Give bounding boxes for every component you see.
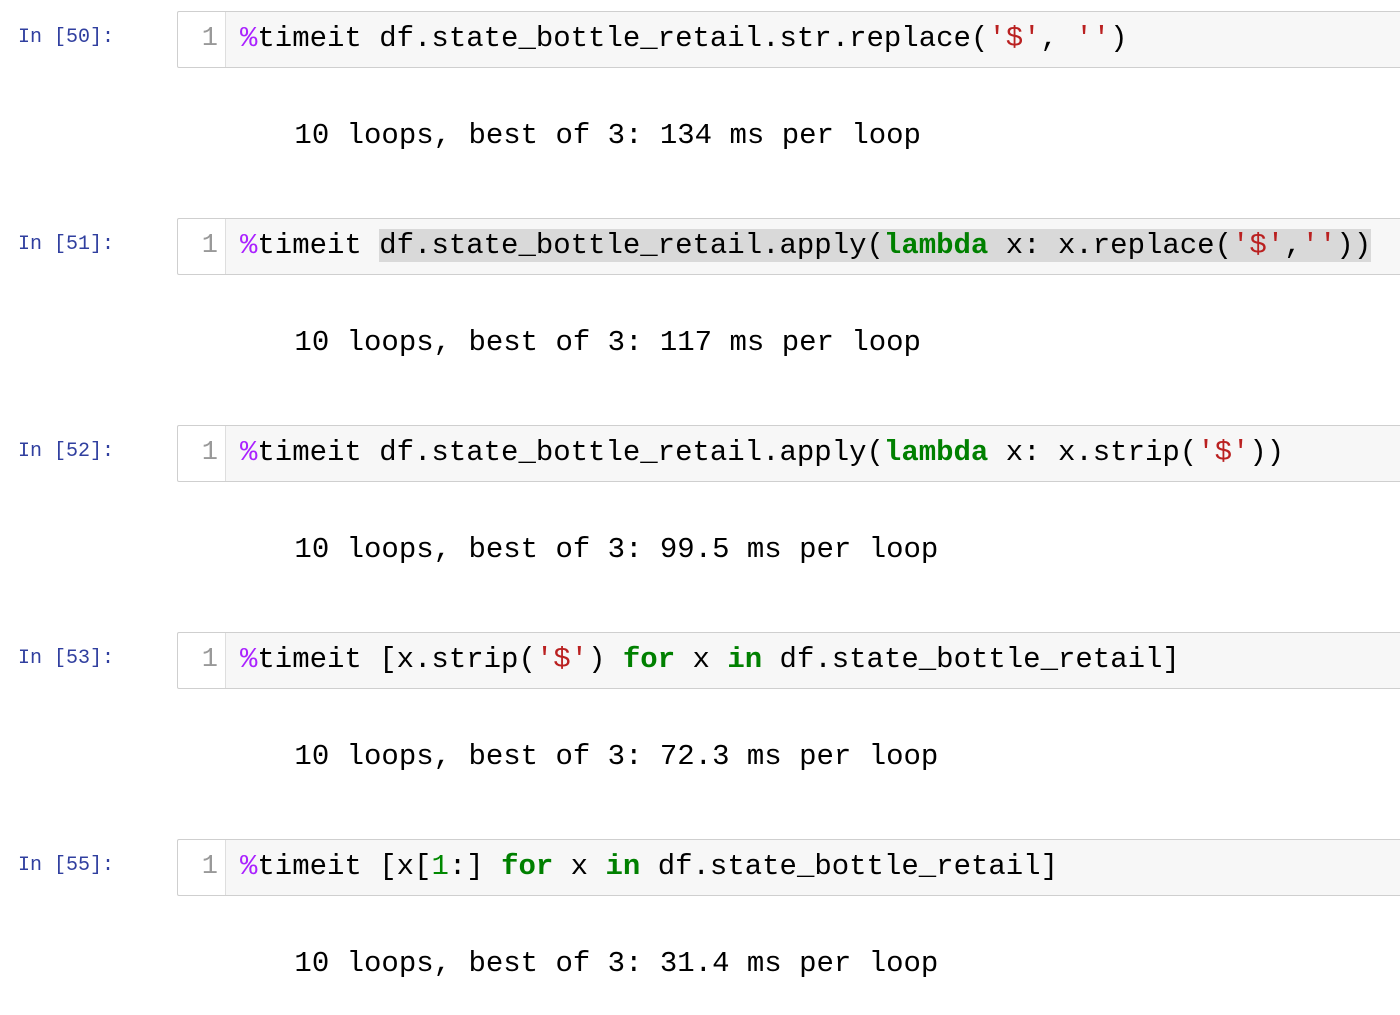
code-editor[interactable]: 1 %timeit df.state_bottle_retail.apply(l…: [177, 425, 1400, 482]
code-token-plain: timeit [x.strip(: [257, 643, 536, 676]
code-token-plain: x: x.strip(: [988, 436, 1198, 469]
input-prompt: In [53]:: [18, 647, 115, 670]
code-token-magic: %: [240, 229, 258, 262]
input-prompt: In [51]:: [18, 233, 115, 256]
code-token-string: '$': [1231, 229, 1285, 262]
code-token-plain: x: [553, 850, 606, 883]
output-text: 10 loops, best of 3: 31.4 ms per loop: [294, 947, 939, 980]
code-editor[interactable]: 1 %timeit df.state_bottle_retail.str.rep…: [177, 11, 1400, 68]
code-editor[interactable]: 1 %timeit [x[1:] for x in df.state_bottl…: [177, 839, 1400, 896]
code-token-plain: ): [588, 643, 623, 676]
line-number-gutter: 1: [178, 633, 226, 688]
code-token-plain: :]: [448, 850, 502, 883]
code-token-plain: df.state_bottle_retail]: [640, 850, 1058, 883]
cell-output: 10 loops, best of 3: 99.5 ms per loop: [0, 499, 1400, 601]
code-token-plain: ): [1110, 22, 1128, 55]
code-token-string: '$': [1197, 436, 1250, 469]
code-line[interactable]: %timeit df.state_bottle_retail.apply(lam…: [226, 219, 1400, 274]
line-number: 1: [201, 24, 218, 54]
cell-output: 10 loops, best of 3: 117 ms per loop: [0, 292, 1400, 394]
line-number: 1: [201, 645, 218, 675]
cell-output: 10 loops, best of 3: 31.4 ms per loop: [0, 913, 1400, 1015]
code-token-string: '': [1075, 22, 1111, 55]
code-token-plain: timeit df.state_bottle_retail.str.replac…: [257, 22, 989, 55]
code-token-keyword: in: [605, 850, 641, 883]
code-token-keyword: for: [501, 850, 554, 883]
code-token-plain: ,: [1040, 22, 1076, 55]
line-number-gutter: 1: [178, 840, 226, 895]
code-line[interactable]: %timeit [x[1:] for x in df.state_bottle_…: [226, 840, 1400, 895]
code-token-plain: x: x.replace(: [988, 229, 1232, 262]
code-token-keyword: for: [622, 643, 676, 676]
code-token-string: '$': [535, 643, 589, 676]
line-number: 1: [201, 231, 218, 261]
code-line[interactable]: %timeit [x.strip('$') for x in df.state_…: [226, 633, 1400, 688]
code-token-plain: )): [1249, 436, 1285, 469]
cell-input-row: In [50]: 1 %timeit df.state_bottle_retai…: [0, 11, 1400, 68]
line-number: 1: [201, 438, 218, 468]
code-cell: In [50]: 1 %timeit df.state_bottle_retai…: [0, 11, 1400, 187]
cell-input-row: In [53]: 1 %timeit [x.strip('$') for x i…: [0, 632, 1400, 689]
cell-input-row: In [55]: 1 %timeit [x[1:] for x in df.st…: [0, 839, 1400, 896]
code-token-plain: ,: [1284, 229, 1302, 262]
code-token-plain: timeit: [257, 229, 380, 262]
output-text: 10 loops, best of 3: 72.3 ms per loop: [294, 740, 939, 773]
code-editor[interactable]: 1 %timeit [x.strip('$') for x in df.stat…: [177, 632, 1400, 689]
line-number-gutter: 1: [178, 219, 226, 274]
code-token-number: 1: [431, 850, 449, 883]
output-text: 10 loops, best of 3: 134 ms per loop: [294, 119, 921, 152]
code-token-keyword: lambda: [883, 229, 989, 262]
line-number: 1: [201, 852, 218, 882]
code-token-magic: %: [240, 436, 258, 469]
code-cell: In [52]: 1 %timeit df.state_bottle_retai…: [0, 425, 1400, 601]
code-token-magic: %: [240, 643, 258, 676]
cell-output: 10 loops, best of 3: 72.3 ms per loop: [0, 706, 1400, 808]
code-line[interactable]: %timeit df.state_bottle_retail.str.repla…: [226, 12, 1400, 67]
code-token-plain: x: [675, 643, 728, 676]
code-token-magic: %: [240, 22, 258, 55]
code-cell: In [55]: 1 %timeit [x[1:] for x in df.st…: [0, 839, 1400, 1015]
code-token-string: '$': [988, 22, 1041, 55]
code-token-plain: timeit df.state_bottle_retail.apply(: [257, 436, 884, 469]
cell-output: 10 loops, best of 3: 134 ms per loop: [0, 85, 1400, 187]
code-token-keyword: lambda: [883, 436, 989, 469]
code-token-plain: timeit [x[: [257, 850, 432, 883]
cell-input-row: In [51]: 1 %timeit df.state_bottle_retai…: [0, 218, 1400, 275]
input-prompt: In [52]:: [18, 440, 115, 463]
line-number-gutter: 1: [178, 12, 226, 67]
code-token-magic: %: [240, 850, 258, 883]
output-text: 10 loops, best of 3: 117 ms per loop: [294, 326, 921, 359]
output-text: 10 loops, best of 3: 99.5 ms per loop: [294, 533, 939, 566]
code-token-keyword: in: [727, 643, 763, 676]
code-line[interactable]: %timeit df.state_bottle_retail.apply(lam…: [226, 426, 1400, 481]
code-editor[interactable]: 1 %timeit df.state_bottle_retail.apply(l…: [177, 218, 1400, 275]
cell-input-row: In [52]: 1 %timeit df.state_bottle_retai…: [0, 425, 1400, 482]
code-cell: In [51]: 1 %timeit df.state_bottle_retai…: [0, 218, 1400, 394]
input-prompt: In [55]:: [18, 854, 115, 877]
code-token-plain: df.state_bottle_retail]: [762, 643, 1180, 676]
code-token-plain: df.state_bottle_retail.apply(: [379, 229, 884, 262]
code-token-string: '': [1301, 229, 1337, 262]
code-cell: In [53]: 1 %timeit [x.strip('$') for x i…: [0, 632, 1400, 808]
code-token-plain: )): [1336, 229, 1372, 262]
line-number-gutter: 1: [178, 426, 226, 481]
input-prompt: In [50]:: [18, 26, 115, 49]
